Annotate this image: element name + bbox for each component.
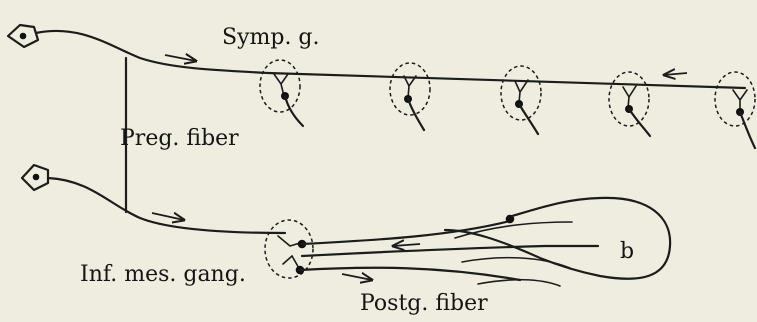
postganglionic-fiber-label: Postg. fiber	[360, 291, 488, 316]
target-organ-loop	[445, 198, 670, 279]
arrow-postganglionic	[342, 274, 372, 280]
lower-neuron-cell-body	[22, 165, 48, 190]
upper-preganglionic-fiber	[36, 31, 745, 88]
arrow-upper-right	[165, 55, 196, 61]
upper-neuron-cell-body	[8, 25, 38, 47]
sympathetic-ganglion	[609, 72, 650, 136]
postganglionic-fiber	[302, 221, 510, 244]
symp-ganglion-label: Symp. g.	[222, 25, 320, 50]
inferior-mesenteric-ganglion-label: Inf. mes. gang.	[80, 262, 246, 287]
lower-preganglionic-fiber	[48, 178, 285, 233]
preganglionic-fiber-label: Preg. fiber	[120, 126, 239, 151]
postganglionic-fiber	[300, 268, 520, 280]
arrow-lower-left	[393, 244, 420, 246]
sympathetic-ganglion	[501, 66, 541, 134]
target-organ-label: b	[620, 239, 634, 264]
arrow-lower-right	[152, 213, 184, 220]
fiber-crossing	[455, 222, 572, 238]
arrow-upper-left	[664, 73, 687, 75]
sympathetic-ganglion	[390, 63, 430, 130]
sympathetic-ganglion	[715, 72, 755, 148]
sympathetic-ganglion	[260, 60, 303, 126]
postganglionic-fiber	[302, 246, 598, 256]
fiber-crossing	[462, 258, 570, 268]
